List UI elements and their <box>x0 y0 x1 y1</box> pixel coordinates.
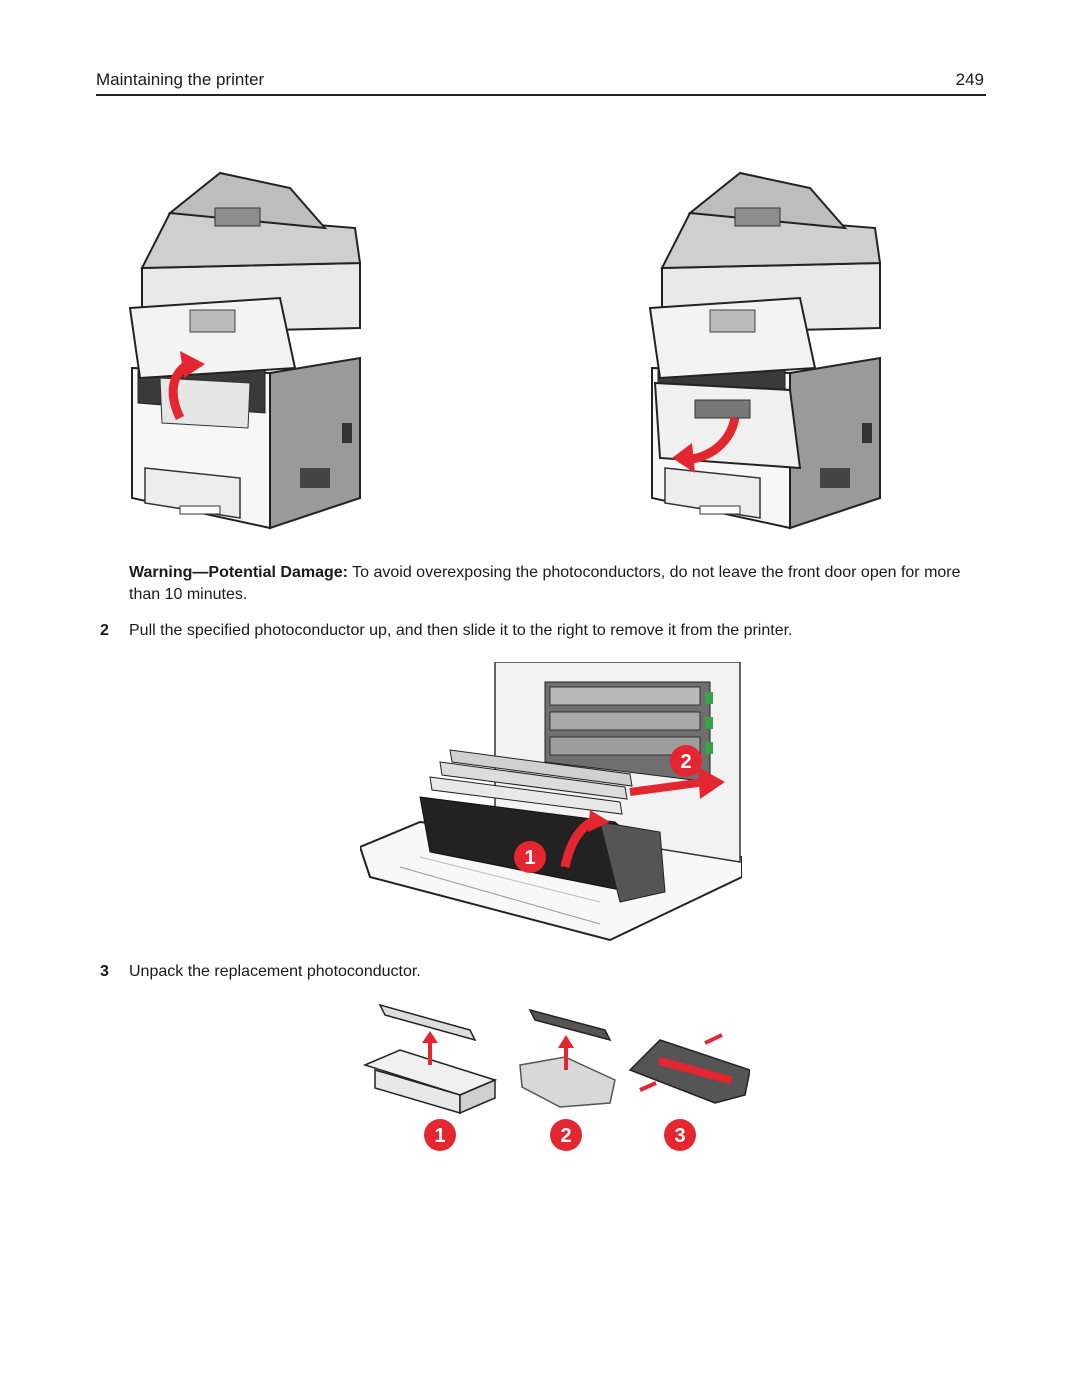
step-number: 3 <box>100 963 109 980</box>
callout-badge: 2 <box>560 1125 571 1147</box>
section-title: Maintaining the printer <box>96 70 265 89</box>
step-text: Pull the specified photoconductor up, an… <box>129 622 793 639</box>
warning-text: To avoid overexposing the photoconductor… <box>129 564 961 603</box>
step-2: 2 Pull the specified photoconductor up, … <box>100 620 980 644</box>
callout-badge: 1 <box>434 1125 445 1147</box>
step-number: 2 <box>100 622 109 639</box>
photoconductor-removal-illustration: 2 1 <box>360 662 742 942</box>
callout-badge: 3 <box>674 1125 685 1147</box>
page-number: 249 <box>955 70 984 89</box>
step-text: Unpack the replacement photoconductor. <box>129 963 421 980</box>
step-3: 3 Unpack the replacement photoconductor. <box>100 961 980 985</box>
warning-notice: Warning—Potential Damage: To avoid overe… <box>129 562 989 606</box>
printer-open-front-door-illustration <box>648 171 882 530</box>
callout-badge: 1 <box>524 847 535 869</box>
page-header: Maintaining the printer 249 <box>96 70 986 96</box>
unpack-photoconductor-illustration: 1 2 3 <box>362 1003 750 1151</box>
warning-label: Warning—Potential Damage: <box>129 564 348 581</box>
printer-open-top-illustration <box>128 171 362 530</box>
callout-badge: 2 <box>680 751 691 773</box>
